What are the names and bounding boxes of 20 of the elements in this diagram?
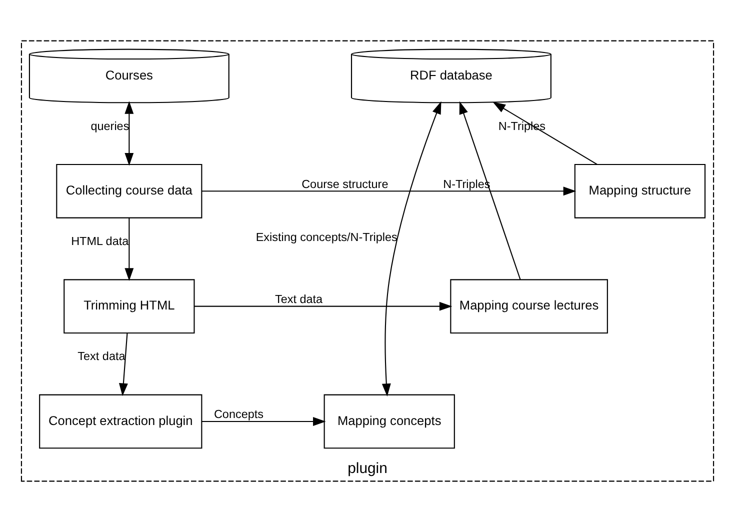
edge-label: Existing concepts/N-Triples xyxy=(256,230,398,244)
arrow xyxy=(202,416,326,426)
arrow xyxy=(202,186,576,196)
arrow xyxy=(492,101,598,164)
node-box: Mapping structure xyxy=(574,163,706,218)
arrow xyxy=(124,100,134,166)
arrow xyxy=(194,301,452,310)
node-box: Mapping concepts xyxy=(324,394,455,448)
node-box: Trimming HTML xyxy=(64,278,195,334)
node-box: Concept extraction plugin xyxy=(39,394,202,448)
edge-label: Text data xyxy=(78,350,126,363)
edge-label: Text data xyxy=(275,292,323,306)
node-box: Mapping course lectures xyxy=(450,278,608,334)
arrow xyxy=(124,217,134,280)
arrow xyxy=(459,100,521,280)
arrow xyxy=(118,332,128,396)
edge-label: Course structure xyxy=(302,177,388,190)
edge-label: Concepts xyxy=(214,408,264,421)
node-box: Collecting course data xyxy=(56,163,202,218)
arrow xyxy=(382,100,442,396)
